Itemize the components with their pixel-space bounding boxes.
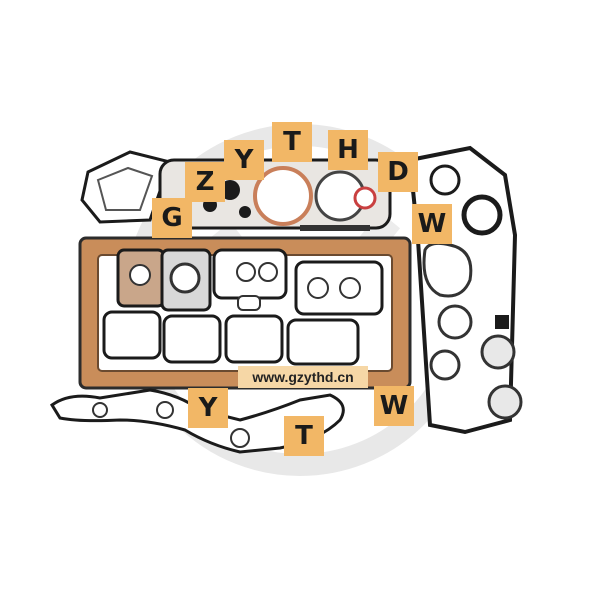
watermark-letter-tile: Z <box>185 162 225 202</box>
watermark-letter-tile: W <box>374 386 414 426</box>
watermark-letter-tile: W <box>412 204 452 244</box>
oil-seal <box>461 194 503 236</box>
watermark-letter-tile: H <box>328 130 368 170</box>
watermark-letter-tile: Y <box>224 140 264 180</box>
watermark-letter-tile: T <box>284 416 324 456</box>
watermark-letter-tile: G <box>152 198 192 238</box>
watermark-letter-tile: Y <box>188 388 228 428</box>
watermark-letter-tile: D <box>378 152 418 192</box>
watermark-letter-tile: T <box>272 122 312 162</box>
watermark-url: www.gzythd.cn <box>238 366 368 388</box>
